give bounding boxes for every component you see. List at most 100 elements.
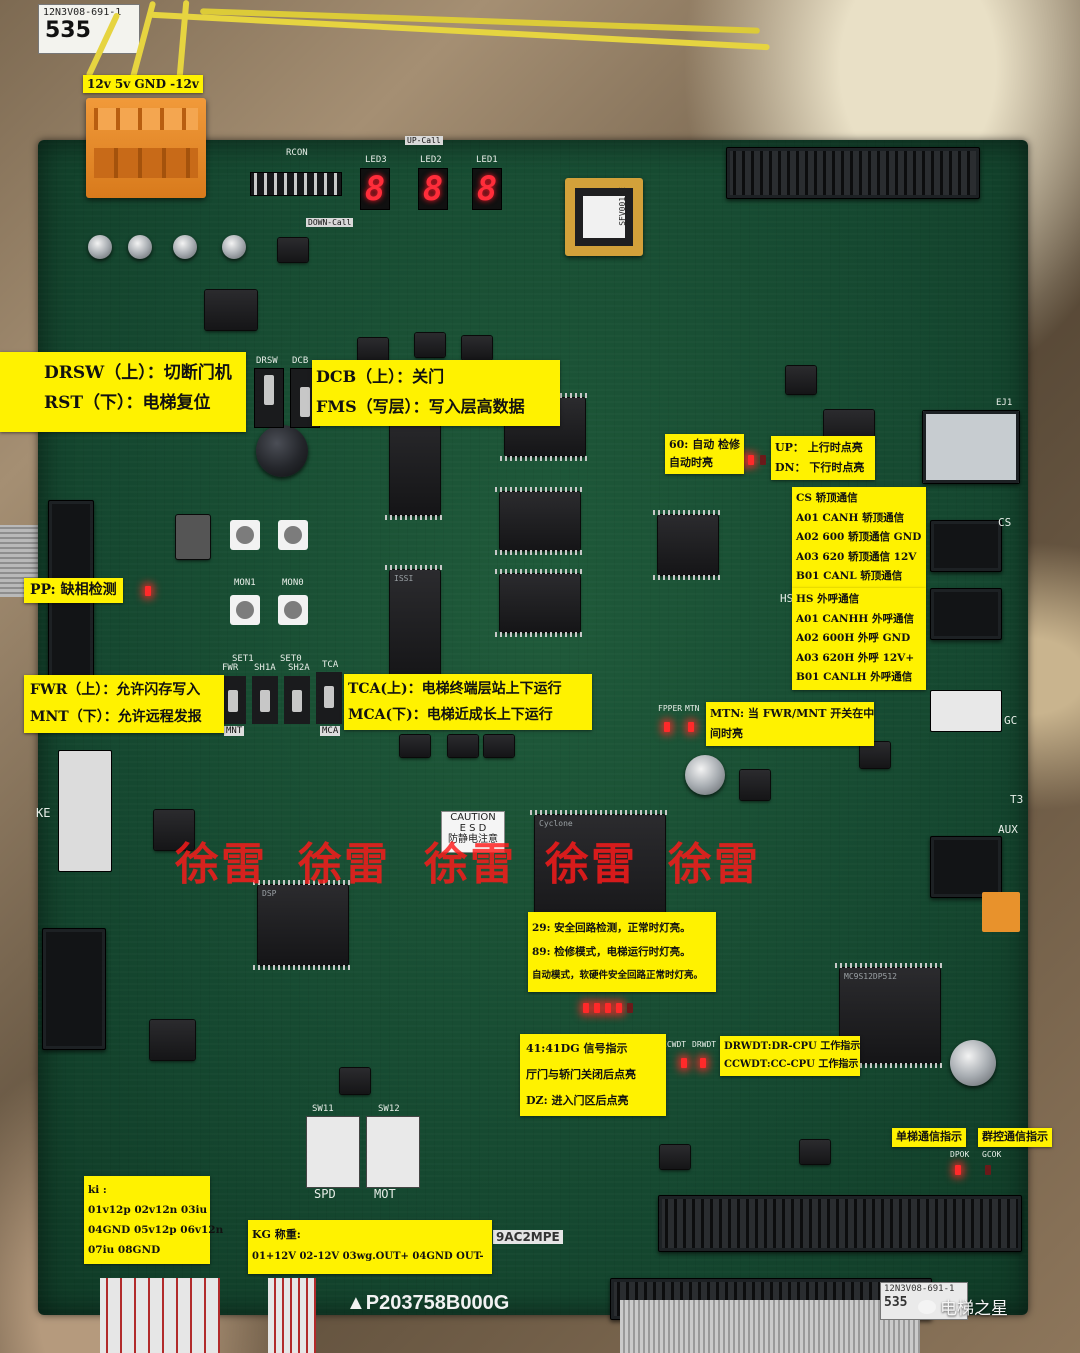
annotation-ki-3: 07iu 08GND — [88, 1244, 161, 1256]
board-bottom-tag: 9AC2MPE — [493, 1230, 563, 1244]
chip-small-9 — [340, 1068, 370, 1094]
annotation-ki-2: 04GND 05v12p 06v12n — [88, 1224, 224, 1236]
silk-gcok: GCOK — [982, 1150, 1002, 1159]
annotation-pp: PP: 缺相检测 — [24, 578, 123, 603]
cpu-chip-label: SFV001-E — [617, 187, 627, 226]
annotation-fwr: FWR（上）：允许闪存写入 — [30, 682, 201, 698]
rotary-set0[interactable] — [278, 595, 308, 625]
led-d5 — [627, 1003, 633, 1013]
annotation-pp-text: PP: 缺相检测 — [30, 582, 117, 598]
annotation-group-comm-text: 群控通信指示 — [982, 1130, 1048, 1143]
annotation-hs-a03: A03 620H 外呼 12V+ — [796, 651, 915, 664]
annotation-mnt: MNT（下）：允许远程发报 — [30, 709, 202, 725]
rcon-header — [250, 172, 342, 196]
led-drwdt — [700, 1058, 706, 1068]
silk-mtn: MTN — [685, 704, 700, 713]
silk-fwr: FWR — [222, 663, 239, 673]
sh2a-switch[interactable] — [284, 676, 310, 724]
chip-u50 — [653, 510, 723, 580]
chip-small-6 — [786, 366, 816, 394]
annotation-wdt: DRWDT:DR-CPU 工作指示 CCWDT:CC-CPU 工作指示 — [720, 1036, 860, 1076]
capacitor-1 — [88, 235, 112, 259]
chip-small-4 — [462, 336, 492, 360]
board-part-number: ▲P203758B000G — [346, 1292, 510, 1314]
chip-ram-3 — [495, 569, 585, 637]
chip-small-7 — [154, 810, 194, 850]
annotation-cs-a02: A02 600 轿顶通信 GND — [796, 531, 922, 544]
chip-dsp: DSP — [253, 880, 353, 970]
seven-segment-led1: 8 — [472, 168, 502, 210]
sh1a-switch[interactable] — [252, 676, 278, 724]
silk-drwdt: DRWDT — [692, 1040, 717, 1049]
annotation-ki: ki : 01v12p 02v12n 03iu 04GND 05v12p 06v… — [84, 1176, 224, 1264]
chip-small-11 — [448, 735, 478, 757]
rotary-mon0[interactable] — [278, 520, 308, 550]
chip-small-3 — [415, 333, 445, 357]
silk-down-call: DOWN-Call — [306, 218, 354, 227]
tca-switch[interactable] — [316, 672, 342, 724]
connector-aux — [930, 836, 1002, 898]
esd-cn-text: 防静电注意 — [448, 834, 498, 845]
source-mark-text: 电梯之星 — [940, 1299, 1008, 1319]
label-number: 535 — [45, 18, 91, 43]
part-number-text: P203758B000G — [365, 1292, 510, 1314]
annotation-cs-a01: A01 CANH 轿顶通信 — [796, 511, 905, 524]
wire-harness-bottom-mid — [268, 1278, 316, 1353]
annotation-fms: FMS（写层）：写入层高数据 — [316, 397, 525, 416]
annotation-drsw: DRSW（上）：切断门机 — [44, 363, 232, 383]
led-pp — [145, 586, 151, 596]
power-wire-3 — [176, 0, 190, 79]
annotation-kg-title: KG 称重: — [252, 1228, 301, 1241]
rotary-set1[interactable] — [230, 595, 260, 625]
silk-led3: LED3 — [365, 155, 387, 165]
annotation-safety-89: 89: 检修模式，电梯运行时灯亮。 — [532, 946, 691, 958]
silk-cs: CS — [998, 516, 1012, 529]
silk-fpper: FPPER — [658, 704, 683, 713]
chip-small-12 — [484, 735, 514, 757]
rotary-mon1[interactable] — [230, 520, 260, 550]
silk-mot: MOT — [374, 1187, 396, 1201]
annotation-safety: 29: 安全回路检测，正常时灯亮。 89: 检修模式，电梯运行时灯亮。 自动模式… — [528, 912, 716, 992]
silk-mon0: MON0 — [282, 578, 304, 588]
led-dz — [605, 1003, 611, 1013]
chip-small-13 — [740, 770, 770, 800]
connector-ke — [58, 750, 112, 872]
annotation-auto-1: 60: 自动 检修 — [669, 438, 741, 451]
annotation-kg-pins: 01+12V 02-12V 03wg.OUT+ 04GND OUT- — [252, 1251, 484, 1262]
annotation-fwr-mnt: FWR（上）：允许闪存写入 MNT（下）：允许远程发报 — [24, 675, 224, 733]
connector-bottom — [658, 1195, 1022, 1252]
annotation-mtn-1: MTN: 当 FWR/MNT 开关在中 — [710, 707, 875, 720]
chip-u27: ISSI — [385, 565, 445, 685]
dip-switch-spd[interactable] — [306, 1116, 360, 1188]
silk-mon1: MON1 — [234, 578, 256, 588]
led-up — [748, 455, 754, 465]
annotation-mca: MCA(下)：电梯近成长上下运行 — [348, 707, 553, 723]
esd-text: E S D — [459, 823, 487, 834]
silk-mca: MCA — [320, 726, 341, 736]
annotation-kg: KG 称重: 01+12V 02-12V 03wg.OUT+ 04GND OUT… — [248, 1220, 492, 1274]
chip-small-10 — [400, 735, 430, 757]
seven-segment-led3: 8 — [360, 168, 390, 210]
silk-hs: HS — [780, 592, 794, 605]
capacitor-4 — [222, 235, 246, 259]
capacitor-5 — [685, 755, 725, 795]
annotation-ccwdt: CCWDT:CC-CPU 工作指示 — [724, 1059, 859, 1070]
annotation-dg-41: 41:41DG 信号指示 — [526, 1042, 628, 1055]
watermark-2: 徐雷 — [298, 839, 390, 890]
silk-ke: KE — [36, 806, 51, 820]
bottom-right-label: 12N3V08-691-1 535 — [880, 1282, 968, 1320]
chip-mc9s12: MC9S12DP512 — [835, 963, 945, 1068]
annotation-hs-a01: A01 CANHH 外呼通信 — [796, 612, 915, 625]
capacitor-big — [256, 425, 308, 477]
silk-sw12: SW12 — [378, 1104, 400, 1114]
annotation-cs: CS 轿顶通信 A01 CANH 轿顶通信 A02 600 轿顶通信 GND A… — [792, 487, 926, 589]
dip-switch-mot[interactable] — [366, 1116, 420, 1188]
power-terminal — [86, 98, 206, 198]
connector-top — [726, 147, 980, 199]
capacitor-3 — [173, 235, 197, 259]
annotation-hs-a02: A02 600H 外呼 GND — [796, 632, 911, 645]
fwr-switch[interactable] — [220, 676, 246, 724]
watermark-5: 徐雷 — [668, 839, 760, 890]
drsw-switch[interactable] — [254, 368, 284, 428]
